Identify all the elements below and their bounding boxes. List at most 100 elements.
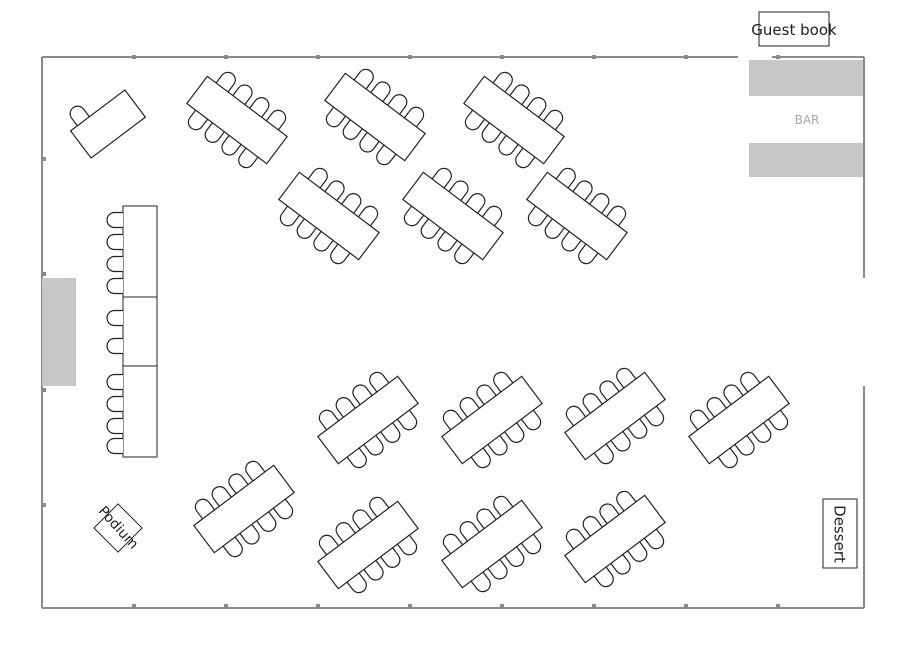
head-table-section-2: [122, 296, 158, 367]
chair: [599, 380, 620, 401]
podium: [93, 503, 143, 553]
dessert-table: Dessert: [822, 498, 858, 569]
chair: [420, 218, 441, 239]
chair: [265, 109, 287, 131]
chair: [221, 135, 242, 156]
guest-book-box: [758, 11, 830, 47]
chair: [464, 109, 486, 131]
table-top: [462, 75, 566, 165]
chair: [593, 566, 614, 588]
chair: [526, 97, 547, 118]
chair: [627, 418, 648, 439]
chair: [465, 193, 486, 214]
wall-ticks: [42, 55, 780, 608]
chair: [69, 105, 90, 127]
chair: [335, 522, 356, 543]
table-top: [563, 371, 667, 461]
head-chair: [106, 233, 123, 251]
chair: [376, 144, 397, 166]
chair: [313, 231, 334, 252]
chair: [442, 533, 464, 555]
head-table-section-1: [122, 205, 158, 298]
banquet-table-9: [563, 367, 667, 465]
banquet-table-4: [277, 167, 381, 265]
chair: [481, 205, 503, 227]
podium-box: [93, 503, 143, 553]
chair: [442, 409, 464, 431]
chair: [335, 397, 356, 418]
chair: [476, 384, 497, 405]
chair: [324, 180, 345, 201]
head-table: [106, 205, 158, 458]
banquet-table-1: [185, 71, 289, 169]
chair: [330, 243, 351, 265]
banquet-table-2: [323, 68, 427, 166]
chair: [459, 397, 480, 418]
chair: [352, 509, 373, 530]
head-chair: [106, 373, 123, 391]
chair: [767, 409, 789, 431]
stage-block: [42, 278, 76, 386]
table-top: [563, 494, 667, 584]
chair: [717, 447, 738, 469]
chair: [459, 521, 480, 542]
chair: [470, 571, 491, 593]
table-top: [401, 171, 505, 261]
chair: [643, 405, 665, 427]
chair: [504, 422, 525, 443]
head-chair: [106, 255, 123, 273]
chair: [232, 84, 253, 105]
chair: [610, 431, 631, 452]
chair: [437, 231, 458, 252]
chair: [403, 106, 425, 128]
chair: [520, 533, 542, 555]
head-chair: [106, 277, 123, 295]
chair: [643, 528, 665, 550]
chair: [723, 384, 744, 405]
banquet-tables: [69, 68, 791, 594]
small-table: [69, 89, 147, 159]
chair: [751, 422, 772, 443]
chair: [740, 371, 761, 393]
chair: [307, 167, 328, 189]
chair: [470, 447, 491, 469]
chair: [222, 536, 243, 558]
chair: [353, 68, 374, 90]
chair: [565, 405, 587, 427]
chair: [396, 409, 418, 431]
bar-label: BAR: [795, 113, 820, 127]
table-top: [440, 499, 544, 589]
chair: [279, 205, 301, 227]
chair: [318, 534, 340, 556]
chair: [228, 473, 249, 494]
chair: [346, 447, 367, 469]
chair: [387, 94, 408, 115]
chair: [689, 409, 711, 431]
chair: [239, 524, 260, 545]
chair: [194, 498, 216, 520]
chair: [363, 560, 384, 581]
chair: [504, 546, 525, 567]
chair: [380, 422, 401, 443]
chair: [493, 495, 514, 517]
chair: [448, 180, 469, 201]
head-table-chairs: [106, 211, 123, 455]
chair: [605, 205, 627, 227]
chair: [572, 180, 593, 201]
table-top: [525, 171, 629, 261]
chair: [204, 122, 225, 143]
chair: [492, 71, 513, 93]
chair: [359, 132, 380, 153]
chair: [599, 503, 620, 524]
chair: [487, 559, 508, 580]
chair: [454, 243, 475, 265]
chair: [706, 397, 727, 418]
chair: [734, 435, 755, 456]
chair: [498, 135, 519, 156]
chair: [565, 528, 587, 550]
bar-counter-top: [749, 60, 863, 96]
chair: [296, 218, 317, 239]
chair: [509, 84, 530, 105]
